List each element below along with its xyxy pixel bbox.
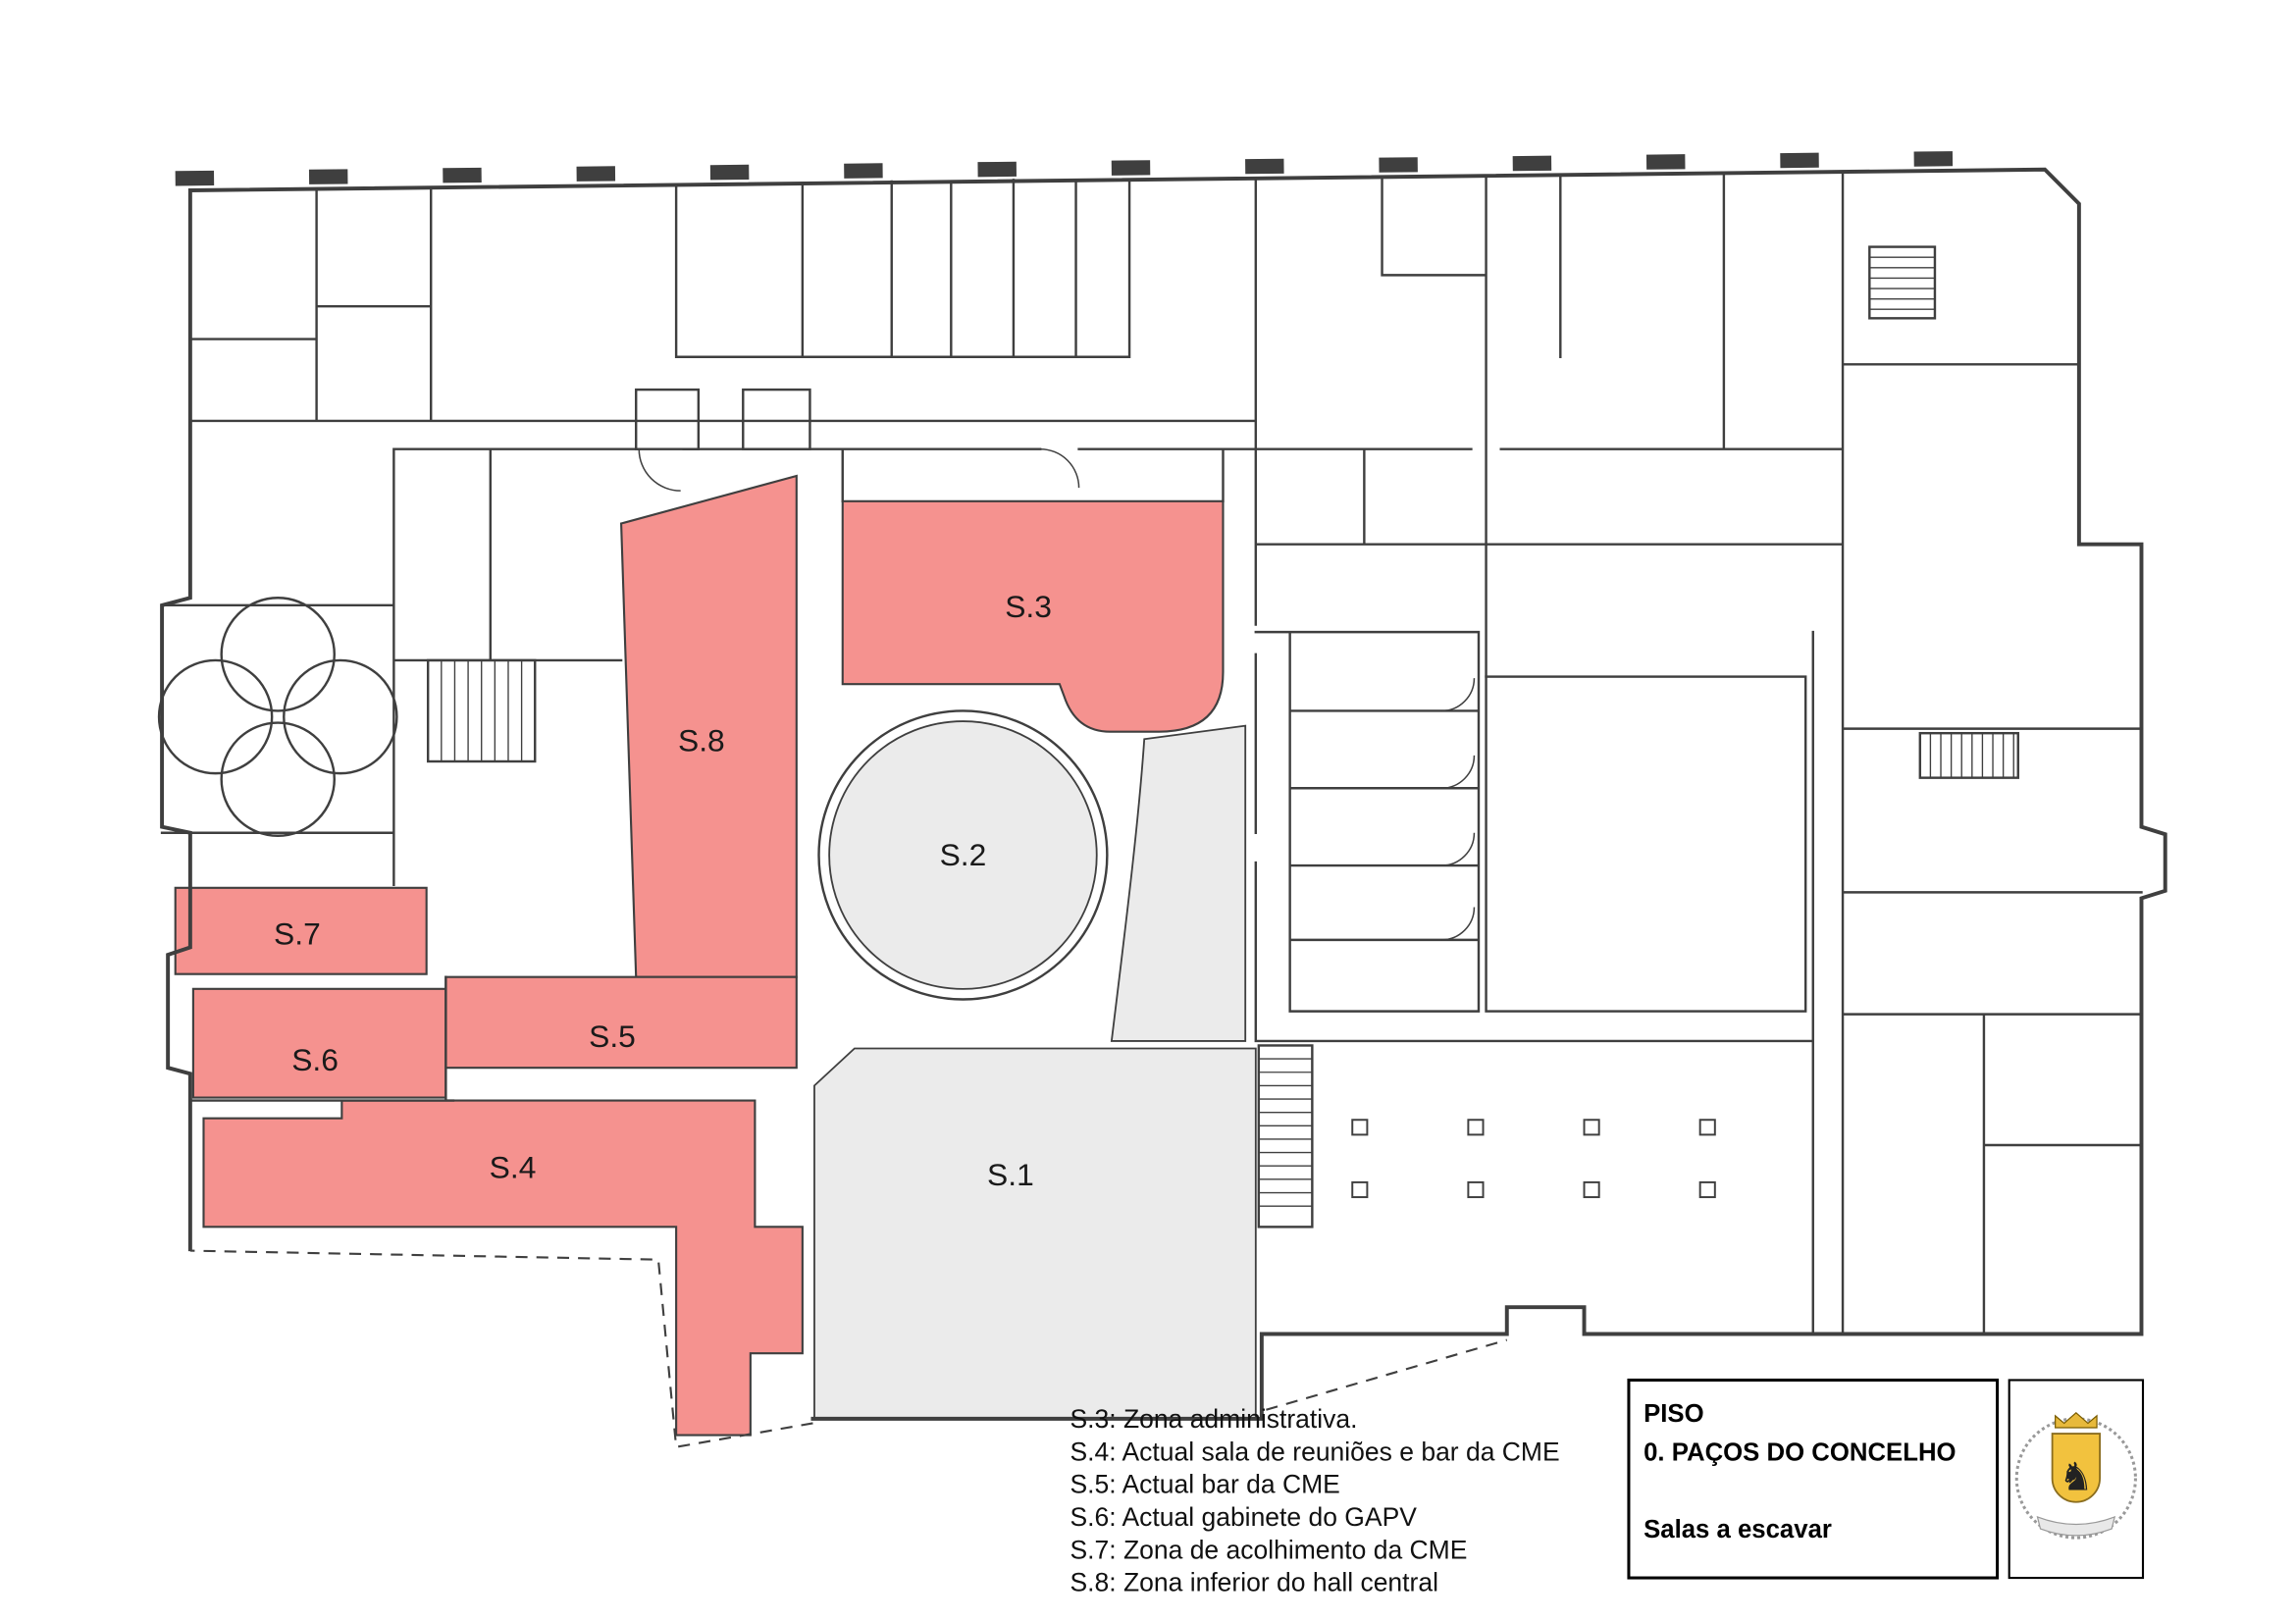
closet-left-of-s8 xyxy=(635,388,701,450)
room-s2-right-wedge xyxy=(1110,724,1247,1042)
room-s1-label: S.1 xyxy=(987,1157,1034,1192)
room-s2-wall-ring xyxy=(817,709,1109,1001)
door-arcs xyxy=(638,447,1476,941)
interior-walls xyxy=(160,171,2143,1335)
large-court-room xyxy=(1485,675,1807,1013)
column xyxy=(1467,1180,1485,1199)
room-s5-label: S.5 xyxy=(589,1019,636,1054)
legend-item-s7: S.7: Zona de acolhimento da CME xyxy=(1070,1535,1467,1564)
legend-item-s8: S.8: Zona inferior do hall central xyxy=(1070,1568,1437,1597)
pink-rooms xyxy=(174,474,1225,1437)
title-block-border xyxy=(1627,1378,2000,1580)
stair-hall-left xyxy=(1257,1044,1314,1229)
shield-icon xyxy=(2051,1433,2101,1503)
room-s1-area xyxy=(813,1047,1257,1420)
closet-right-of-s8 xyxy=(742,388,811,450)
knight-icon: ♞ xyxy=(2059,1456,2093,1499)
column xyxy=(1698,1180,1716,1199)
room-s4-label: S.4 xyxy=(490,1149,537,1184)
room-s7-area xyxy=(174,886,428,975)
room-labels: S.1 S.2 S.3 S.4 S.5 S.6 S.7 S.8 xyxy=(274,589,1052,1192)
legend-item-s4: S.4: Actual sala de reuniões e bar da CM… xyxy=(1070,1437,1559,1466)
stair-right-wing xyxy=(1918,731,2019,779)
room-s2-label: S.2 xyxy=(940,837,987,872)
room-s7-label: S.7 xyxy=(274,915,321,951)
gray-rooms xyxy=(813,709,1257,1420)
quatrefoil-lobe-top xyxy=(220,597,336,712)
column xyxy=(1351,1119,1369,1136)
quatrefoil-lobe-bottom xyxy=(220,721,336,837)
crown-icon xyxy=(2055,1412,2098,1429)
legend: S.3: Zona administrativa. S.4: Actual sa… xyxy=(1070,1404,1559,1597)
room-s6-label: S.6 xyxy=(291,1042,339,1077)
column xyxy=(1351,1180,1369,1199)
quatrefoil-lobe-left xyxy=(157,658,274,775)
column xyxy=(1583,1180,1600,1199)
coat-of-arms: ♞ xyxy=(2008,1379,2145,1580)
outer-wall xyxy=(160,167,2167,1421)
stair-top-right-treads xyxy=(1869,256,1935,310)
small-rooms xyxy=(635,388,1807,1013)
hall-columns xyxy=(1351,1119,1716,1199)
room-s3-area xyxy=(841,499,1225,733)
room-s2-area xyxy=(828,720,1098,990)
stair-top-right xyxy=(1868,245,1937,320)
quatrefoil-lobe-right xyxy=(283,658,398,775)
stairs xyxy=(426,245,2019,1229)
legend-item-s6: S.6: Actual gabinete do GAPV xyxy=(1070,1502,1417,1532)
title-block: PISO 0. PAÇOS DO CONCELHO Salas a escava… xyxy=(1627,1378,2000,1580)
title-block-building: 0. PAÇOS DO CONCELHO xyxy=(1644,1438,1956,1466)
column xyxy=(1583,1119,1600,1136)
motto-ribbon xyxy=(2036,1515,2116,1537)
stair-center-left-treads xyxy=(441,659,523,761)
legend-item-s5: S.5: Actual bar da CME xyxy=(1070,1470,1339,1499)
column xyxy=(1698,1119,1716,1136)
stair-hall-left-treads xyxy=(1258,1058,1313,1207)
room-s3-label: S.3 xyxy=(1005,589,1052,624)
quatrefoil-room xyxy=(157,597,398,837)
legend-item-s3: S.3: Zona administrativa. xyxy=(1070,1404,1357,1434)
room-s8-label: S.8 xyxy=(678,722,725,758)
title-block-subtitle: Salas a escavar xyxy=(1644,1516,1832,1543)
stair-right-wing-treads xyxy=(1929,733,2014,778)
title-block-piso: PISO xyxy=(1644,1400,1704,1428)
column xyxy=(1467,1119,1485,1136)
property-dashed-boundary xyxy=(189,1249,1508,1448)
